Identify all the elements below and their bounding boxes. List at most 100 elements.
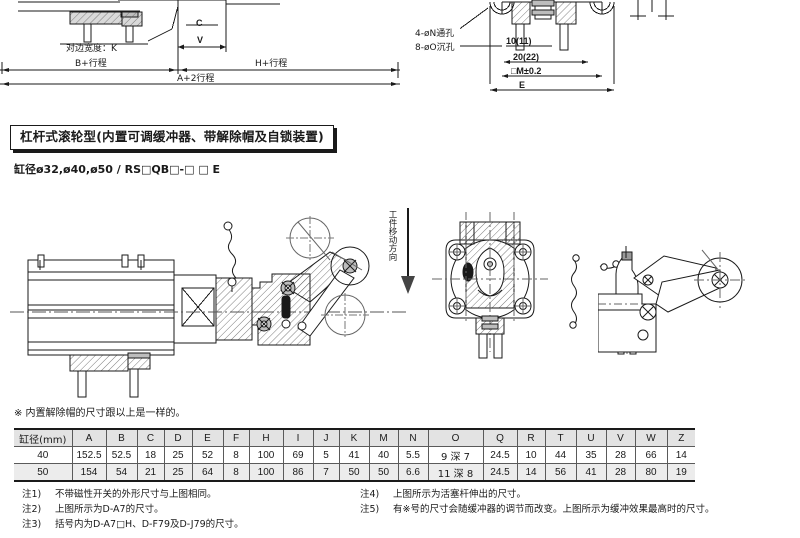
front-view-drawing: [432, 212, 580, 359]
table-header-cell: B: [105, 428, 138, 447]
table-cell: 152.5: [71, 446, 107, 464]
table-header-cell: H: [248, 428, 284, 447]
footnotes-left: 注1) 不带磁性开关的外形尺寸与上图相同。 注2) 上图所示为D-A7的尺寸。 …: [22, 487, 244, 532]
table-header-cell: K: [338, 428, 370, 447]
table-cell: 50: [368, 463, 399, 482]
table-cell: 86: [282, 463, 314, 482]
table-row: 50 154 54 21 25 64 8 100 86 7 50 50 6.6 …: [14, 463, 695, 482]
table-cell: 25: [163, 446, 193, 464]
dim-label-v: V: [197, 35, 204, 45]
dim-label-20-22: 20(22): [513, 52, 540, 62]
table-cell: 35: [575, 446, 607, 464]
footnote-tag: 注5): [360, 504, 380, 515]
table-cell: 25: [163, 463, 193, 482]
footnote-item: 注1) 不带磁性开关的外形尺寸与上图相同。: [22, 487, 244, 502]
table-cell: 50: [338, 463, 370, 482]
side-section-drawing: [10, 216, 406, 398]
table-header-cell: C: [136, 428, 165, 447]
lever-extended-drawing: [598, 246, 746, 355]
table-cell: 41: [338, 446, 370, 464]
dim-label-square-m: □M±0.2: [511, 66, 542, 76]
table-cell: 10: [516, 446, 546, 464]
dim-label-counterbores: 8-øO沉孔: [415, 43, 455, 53]
table-cell: 40: [368, 446, 399, 464]
table-header-cell: D: [163, 428, 193, 447]
table-cell: 19: [666, 463, 695, 482]
table-cell: 50: [14, 463, 73, 482]
table-header-cell: F: [222, 428, 250, 447]
footnote-text: 括号内为D-A7□H、D-F79及D-J79的尺寸。: [55, 519, 244, 530]
table-cell: 9 深 7: [427, 446, 484, 464]
dim-label-h-stroke: H+行程: [255, 59, 288, 69]
table-cell: 154: [71, 463, 107, 482]
table-header-cell: E: [191, 428, 224, 447]
dim-label-b-stroke: B+行程: [75, 59, 107, 69]
table-header-cell: U: [575, 428, 607, 447]
table-cell: 7: [312, 463, 340, 482]
table-cell: 54: [105, 463, 138, 482]
table-cell: 66: [634, 446, 668, 464]
footnote-item: 注5) 有※号的尺寸会随缓冲器的调节而改变。上图所示为缓冲效果最高时的尺寸。: [360, 502, 714, 517]
direction-arrow: [401, 208, 415, 294]
footnote-tag: 注2): [22, 504, 42, 515]
footnote-text: 上图所示为活塞杆伸出的尺寸。: [393, 489, 527, 500]
table-header-cell: Q: [482, 428, 518, 447]
table-header-cell: V: [605, 428, 636, 447]
table-cell: 56: [544, 463, 577, 482]
table-header-cell: 缸径(mm): [14, 428, 73, 447]
table-cell: 14: [516, 463, 546, 482]
table-header-cell: T: [544, 428, 577, 447]
table-cell: 100: [248, 446, 284, 464]
table-header-cell: J: [312, 428, 340, 447]
table-cell: 52: [191, 446, 224, 464]
table-cell: 69: [282, 446, 314, 464]
table-header-row: 缸径(mm) A B C D E F H I J K M N O Q R T U…: [14, 428, 695, 447]
dim-label-through-holes: 4-øN通孔: [415, 29, 455, 39]
table-header-cell: W: [634, 428, 668, 447]
dim-label-c: C: [196, 18, 203, 28]
footnote-tag: 注4): [360, 489, 380, 500]
table-cell: 64: [191, 463, 224, 482]
table-cell: 28: [605, 446, 636, 464]
dim-label-10-11: 10(11): [506, 36, 532, 46]
table-cell: 41: [575, 463, 607, 482]
dimensions-table: 缸径(mm) A B C D E F H I J K M N O Q R T U…: [14, 428, 695, 482]
table-header-cell: O: [427, 428, 484, 447]
footnote-tag: 注3): [22, 519, 42, 530]
dim-label-e: E: [519, 80, 526, 90]
footnotes-right: 注4) 上图所示为活塞杆伸出的尺寸。 注5) 有※号的尺寸会随缓冲器的调节而改变…: [360, 487, 714, 517]
table-header-cell: I: [282, 428, 314, 447]
model-designation: 缸径ø32,ø40,ø50 / RS□QB□-□ □ E: [14, 163, 221, 176]
table-cell: 44: [544, 446, 577, 464]
table-note: ※ 内置解除帽的尺寸跟以上是一样的。: [14, 408, 186, 419]
footnote-text: 有※号的尺寸会随缓冲器的调节而改变。上图所示为缓冲效果最高时的尺寸。: [393, 504, 715, 515]
top-left-drawing: [0, 0, 400, 86]
footnote-tag: 注1): [22, 489, 42, 500]
table-cell: 100: [248, 463, 284, 482]
table-header-cell: R: [516, 428, 546, 447]
top-drawing-band: 对边宽度：K B+行程 H+行程 A+2行程 C V: [0, 0, 800, 110]
footnote-item: 注3) 括号内为D-A7□H、D-F79及D-J79的尺寸。: [22, 517, 244, 532]
table-header-cell: N: [397, 428, 429, 447]
table-cell: 5: [312, 446, 340, 464]
section-heading: 杠杆式滚轮型(内置可调缓冲器、带解除帽及自锁装置): [10, 125, 334, 150]
table-cell: 8: [222, 463, 250, 482]
table-cell: 5.5: [397, 446, 429, 464]
footnote-text: 不带磁性开关的外形尺寸与上图相同。: [55, 489, 217, 500]
table-cell: 40: [14, 446, 73, 464]
table-cell: 14: [666, 446, 695, 464]
table-cell: 11 深 8: [427, 463, 484, 482]
table-row: 40 152.5 52.5 18 25 52 8 100 69 5 41 40 …: [14, 446, 695, 464]
table-header-cell: Z: [666, 428, 695, 447]
workpiece-direction-label: 工件移动方向: [387, 210, 397, 261]
section-heading-text: 杠杆式滚轮型(内置可调缓冲器、带解除帽及自锁装置): [20, 129, 324, 145]
table-header-cell: M: [368, 428, 399, 447]
footnote-item: 注2) 上图所示为D-A7的尺寸。: [22, 502, 244, 517]
table-cell: 28: [605, 463, 636, 482]
table-cell: 24.5: [482, 463, 518, 482]
table-header-cell: A: [71, 428, 107, 447]
table-cell: 52.5: [105, 446, 138, 464]
main-drawing-band: 工件移动方向: [0, 190, 800, 398]
top-right-drawing: [460, 0, 674, 92]
footnote-text: 上图所示为D-A7的尺寸。: [55, 504, 164, 515]
